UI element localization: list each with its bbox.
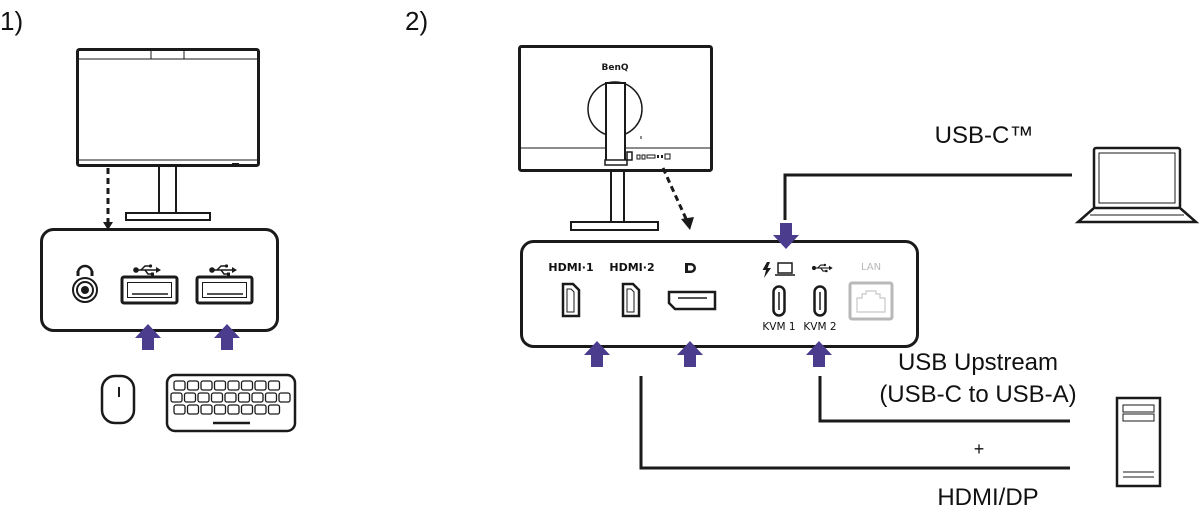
keyboard-key [224, 392, 237, 403]
dashed-arrow-down [103, 168, 113, 230]
keyboard-key [210, 392, 224, 403]
keyboard-key [173, 404, 186, 415]
keyboard-key [197, 392, 210, 403]
keyboard-key [267, 380, 281, 391]
keyboard-key [240, 404, 254, 415]
usb-c-label: USB-C™ [935, 122, 1034, 149]
mouse-icon [100, 374, 136, 425]
plus-label: + [974, 439, 985, 459]
keyboard-key [186, 380, 200, 391]
keyboard-key [254, 380, 267, 391]
keyboard-key [254, 404, 267, 415]
keyboard-key [278, 392, 291, 403]
brand-logo: BenQ [601, 63, 628, 73]
kvm-2-label: KVM 2 [803, 321, 836, 333]
usb-upstream-cable [818, 376, 1070, 423]
hdmi-dp-cable [639, 376, 1070, 470]
arrow-up-icon [584, 341, 610, 367]
headphone-jack[interactable] [72, 277, 98, 303]
usb-upstream-label: USB Upstream [898, 349, 1058, 376]
keyboard-key [240, 380, 254, 391]
usb-c-cable [783, 173, 1072, 220]
displayport-icon [685, 263, 696, 273]
hdmi-2-port[interactable] [621, 282, 641, 318]
keyboard-key [173, 380, 186, 391]
arrow-down-icon [773, 223, 799, 249]
keyboard-key [186, 404, 200, 415]
keyboard-key [213, 404, 227, 415]
keyboard-icon [165, 373, 297, 433]
hdmi-1-port[interactable] [561, 282, 581, 318]
usb-icon [133, 264, 161, 276]
keyboard-key [213, 380, 227, 391]
keyboard-key [264, 392, 278, 403]
panel-2-label: 2) [405, 6, 428, 36]
keyboard-key [200, 380, 213, 391]
usb-icon [811, 263, 833, 273]
thunderbolt-icon [762, 262, 771, 278]
displayport-port[interactable] [667, 290, 717, 311]
keyboard-key [200, 404, 213, 415]
laptop-icon [775, 262, 795, 276]
keyboard-key [267, 404, 281, 415]
usb-a-port-2[interactable] [195, 275, 254, 305]
keyboard-key [170, 392, 183, 403]
hdmi-dp-label: HDMI/DP [937, 484, 1038, 510]
keyboard-key [227, 380, 240, 391]
monitor-back: BenQ [518, 45, 713, 231]
usb-icon [209, 264, 237, 276]
kvm-1-label: KVM 1 [762, 321, 795, 333]
usb-a-port-1[interactable] [120, 275, 179, 305]
headphone-icon [76, 264, 94, 276]
laptop-device-icon [1074, 146, 1200, 224]
lan-port[interactable] [848, 281, 894, 321]
keyboard-key [251, 392, 264, 403]
arrow-up-icon [135, 324, 161, 350]
usb-c-kvm1-port[interactable] [772, 285, 786, 317]
keyboard-key [227, 404, 240, 415]
hdmi-1-label: HDMI·1 [548, 261, 593, 274]
lan-label: LAN [861, 262, 881, 273]
usb-c-kvm2-port[interactable] [813, 285, 827, 317]
arrow-up-icon [806, 341, 832, 367]
keyboard-key [183, 392, 197, 403]
port-panel-2 [520, 240, 919, 348]
arrow-up-icon [214, 324, 240, 350]
usb-upstream-sublabel: (USB-C to USB-A) [879, 381, 1076, 408]
arrow-up-icon [677, 341, 703, 367]
port-panel-1 [40, 228, 279, 332]
desktop-tower-icon [1115, 396, 1162, 488]
keyboard-key [237, 392, 251, 403]
hdmi-2-label: HDMI·2 [609, 261, 654, 274]
monitor-front [76, 48, 260, 221]
dashed-arrow-diagonal [661, 167, 694, 230]
panel-1-label: 1) [0, 6, 23, 36]
